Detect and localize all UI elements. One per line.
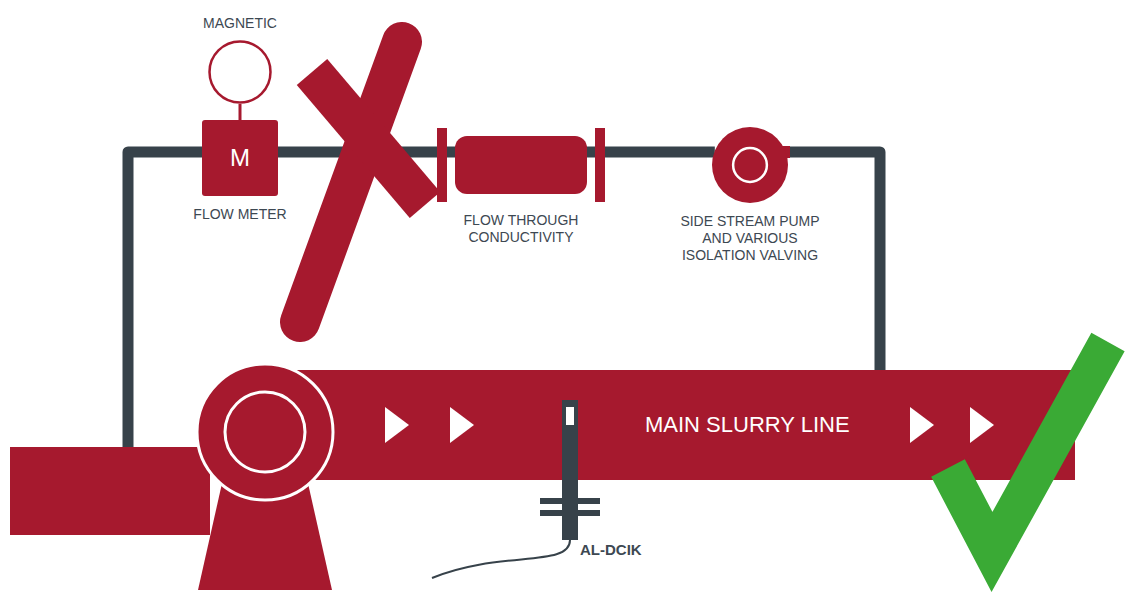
- approve-check: [948, 342, 1108, 552]
- inline-sensor: AL-DCIK: [540, 400, 600, 545]
- magnetic-circle: [210, 42, 271, 103]
- meter-label: FLOW METER: [170, 206, 310, 223]
- cell-flange: [595, 128, 605, 202]
- flow-meter-box: MFLOW METER: [202, 120, 278, 196]
- flow-chevron: [385, 407, 409, 443]
- flow-chevron: [910, 407, 934, 443]
- inlet-pipe: [10, 447, 210, 535]
- inline-sensor-outline: [540, 400, 600, 545]
- sensor-stem: [562, 400, 578, 540]
- sensor-cable: [432, 540, 570, 578]
- meter-symbol: M: [230, 144, 250, 173]
- pump-label: SIDE STREAM PUMP AND VARIOUS ISOLATION V…: [675, 213, 825, 263]
- magnetic-element-circle-outline: [208, 40, 272, 104]
- flow-chevron: [450, 407, 474, 443]
- cell-label: FLOW THROUGH CONDUCTIVITY: [436, 212, 606, 246]
- reject-cross: [300, 42, 425, 322]
- sensor-flange: [540, 498, 600, 504]
- conductivity-cell: FLOW THROUGH CONDUCTIVITY: [437, 128, 605, 202]
- magnetic-element-circle: MAGNETIC: [208, 40, 272, 104]
- cross-stroke: [312, 72, 425, 205]
- main-pump-impeller: [225, 392, 305, 472]
- sensor-flange: [540, 510, 600, 516]
- slurry-band: [265, 370, 1075, 480]
- signal-line: [239, 104, 242, 120]
- side-stream-pipe: [128, 152, 202, 370]
- pipe-stub: [123, 370, 134, 450]
- side-stream-pipe: [605, 147, 715, 158]
- pump-impeller: [733, 148, 767, 182]
- cell-body: [455, 136, 587, 194]
- meter-body: [202, 120, 278, 196]
- flow-chevron: [970, 407, 994, 443]
- sensor-window: [566, 407, 574, 425]
- line-label: MAIN SLURRY LINE: [645, 412, 850, 438]
- main-pump-casing: [197, 364, 333, 500]
- element-label: MAGNETIC: [203, 15, 277, 32]
- probe-label: AL-DCIK: [580, 541, 642, 559]
- side-stream-pump-outline: [712, 127, 788, 203]
- side-stream-pump: SIDE STREAM PUMP AND VARIOUS ISOLATION V…: [712, 127, 788, 203]
- conductivity-cell-outline: [437, 128, 605, 202]
- pump-casing: [712, 127, 788, 203]
